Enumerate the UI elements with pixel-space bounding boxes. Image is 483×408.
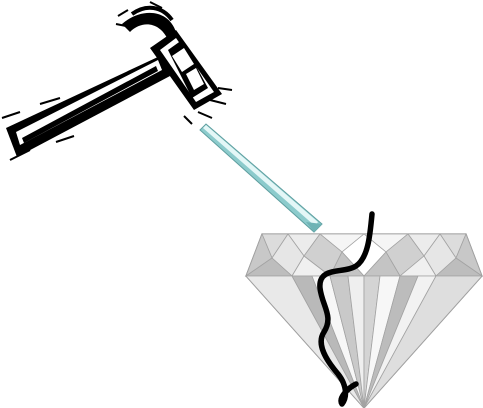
crack-icon (317, 211, 375, 407)
hammer-handle (1, 56, 170, 161)
hammer-head (115, 1, 233, 125)
diamond-icon (244, 232, 483, 408)
diamond-pavilion (245, 275, 483, 408)
chisel-icon (199, 123, 323, 233)
hammer-icon (1, 1, 233, 161)
